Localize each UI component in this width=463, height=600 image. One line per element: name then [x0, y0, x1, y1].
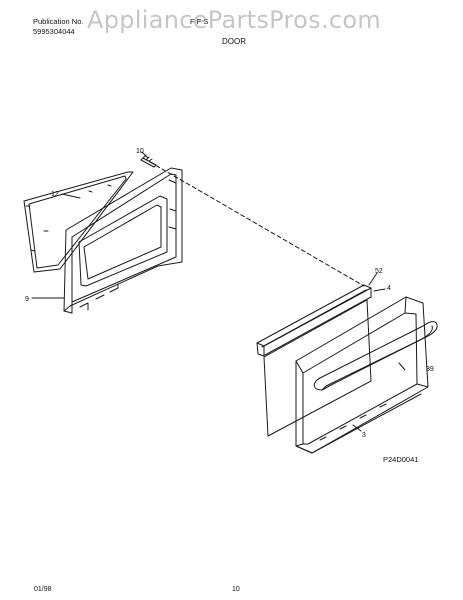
diagram-code: P24D0041	[383, 455, 419, 464]
inner-door-panel	[63, 167, 183, 314]
outer-door-frame	[295, 296, 429, 454]
door-screw	[140, 154, 157, 168]
callout-handle: 39	[426, 366, 434, 373]
callout-inner-door: 9	[25, 296, 29, 303]
alignment-line	[149, 161, 365, 287]
top-trim	[256, 284, 372, 357]
footer-date: 01/98	[34, 586, 52, 593]
model-code: F F S	[190, 17, 209, 26]
bottom-trim	[295, 393, 422, 454]
publication-number: 5995304044	[33, 27, 75, 36]
callout-outer-frame: 4	[387, 285, 391, 292]
footer-page-number: 10	[232, 586, 240, 593]
leader-lines	[31, 151, 406, 432]
callout-screw: 10	[136, 148, 144, 155]
callout-gasket: 12	[51, 191, 59, 198]
glass-panel	[263, 299, 372, 437]
door-handle	[313, 321, 438, 391]
door-gasket	[23, 171, 134, 273]
section-title: DOOR	[222, 37, 246, 46]
callout-bottom-trim: 3	[362, 432, 366, 439]
publication-label: Publication No.	[33, 17, 84, 26]
watermark: AppliancePartsPros.com	[87, 6, 382, 34]
callout-trim: 52	[375, 268, 383, 275]
